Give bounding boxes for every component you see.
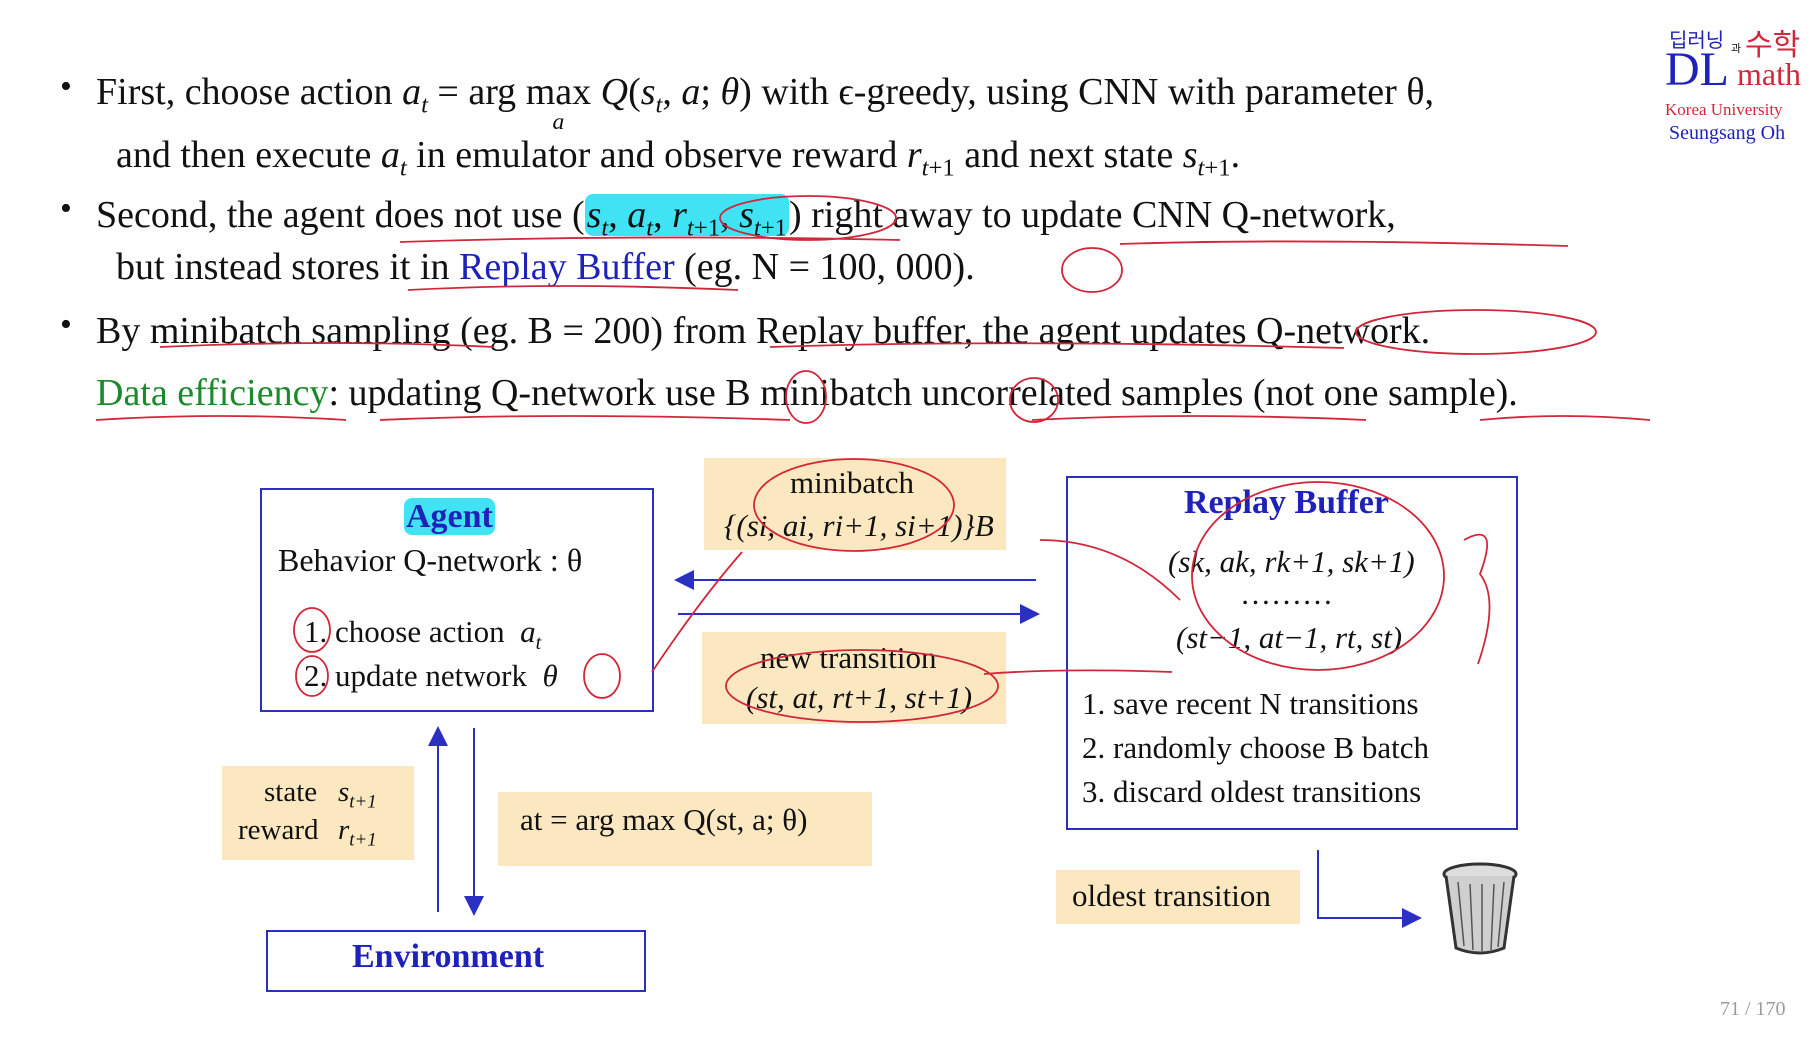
bullet-3-line-2: Data efficiency: updating Q-network use … <box>96 372 1518 414</box>
environment-label: Environment <box>352 938 545 975</box>
logo-math: math <box>1737 56 1801 92</box>
agent-step-2: 2. update network θ <box>304 658 558 693</box>
logo-dl: DL <box>1665 43 1729 96</box>
replay-dots: ……… <box>1240 576 1333 611</box>
trash-can-icon <box>1440 862 1520 956</box>
replay-step-3: 3. discard oldest transitions <box>1082 774 1422 809</box>
agent-title: Agent <box>404 498 495 535</box>
replay-buffer-title: Replay Buffer <box>1184 484 1389 521</box>
replay-item-2: (st−1, at−1, rt, st) <box>1176 620 1403 655</box>
page-number: 71 / 170 <box>1720 998 1786 1020</box>
oldest-transition-box <box>1056 870 1300 924</box>
state-reward-box <box>222 766 414 860</box>
new-transition-formula: (st, at, rt+1, st+1) <box>746 680 973 715</box>
action-formula-box <box>498 792 872 866</box>
bullet-dot-3: • <box>60 306 72 343</box>
bullet-dot-1: • <box>60 68 72 105</box>
logo-korean-a: 딥러닝 <box>1669 28 1725 52</box>
bullet-2-line-1: Second, the agent does not use (st, at, … <box>96 194 1396 242</box>
logo: 딥러닝 과 수학 DL math Korea University Seungs… <box>1665 20 1815 144</box>
minibatch-formula: {(si, ai, ri+1, si+1)}B <box>724 508 994 543</box>
replay-buffer-link[interactable]: Replay Buffer <box>459 246 675 288</box>
oldest-transition-label: oldest transition <box>1072 878 1271 913</box>
agent-step-1: 1. choose action at <box>304 614 542 655</box>
logo-university: Korea University <box>1665 100 1783 119</box>
replay-item-1: (sk, ak, rk+1, sk+1) <box>1168 544 1415 579</box>
reward-symbol: rt+1 <box>338 814 377 851</box>
reward-label: reward <box>238 814 319 846</box>
state-symbol: st+1 <box>338 776 377 813</box>
logo-korean-and: 과 <box>1731 42 1742 55</box>
logo-korean-b: 수학 <box>1745 28 1801 63</box>
bullet-1-line-2: and then execute at in emulator and obse… <box>116 134 1241 182</box>
new-transition-label: new transition <box>760 640 937 675</box>
replay-step-2: 2. randomly choose B batch <box>1082 730 1429 765</box>
agent-subtitle: Behavior Q-network : θ <box>278 542 583 578</box>
replay-step-1: 1. save recent N transitions <box>1082 686 1419 721</box>
bullet-dot-2: • <box>60 190 72 227</box>
logo-author: Seungsang Oh <box>1669 122 1786 144</box>
bullet-2-line-2: but instead stores it in Replay Buffer (… <box>116 246 975 288</box>
state-label: state <box>264 776 318 808</box>
environment-box <box>266 930 646 992</box>
replay-buffer-box <box>1066 476 1518 830</box>
minibatch-label: minibatch <box>790 465 914 500</box>
action-formula: at = arg max Q(st, a; θ) <box>520 802 808 837</box>
new-transition-box <box>702 632 1006 724</box>
